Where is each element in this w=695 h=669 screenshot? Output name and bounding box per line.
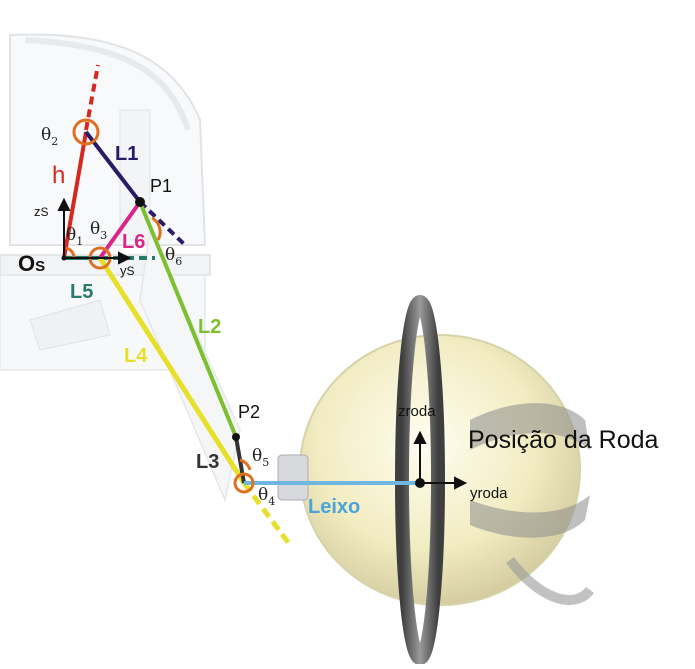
os-label: OS <box>18 251 45 276</box>
theta2-label: θ2 <box>41 125 58 148</box>
l3-label: L3 <box>196 451 219 473</box>
link-h <box>62 131 88 259</box>
joint-p2 <box>232 433 240 441</box>
l1-extension-dashed <box>138 200 187 247</box>
l6-label: L6 <box>122 231 145 253</box>
link-l1 <box>84 130 142 204</box>
yroda-label: yroda <box>470 485 508 502</box>
link-l2 <box>138 201 238 438</box>
l4-label: L4 <box>124 345 148 367</box>
wheel-frame-axes <box>413 430 468 490</box>
theta5-label: θ5 <box>252 446 269 469</box>
theta4-label: θ4 <box>258 485 275 508</box>
tire <box>395 295 445 665</box>
theta6-arc <box>151 216 162 241</box>
p2-label: P2 <box>238 402 260 422</box>
zroda-label: zroda <box>398 403 436 420</box>
theta1-label: θ1 <box>66 225 83 248</box>
link-l4 <box>97 256 247 485</box>
zs-axis-label: zS <box>34 204 49 219</box>
wheel-position-label: Posição da Roda <box>468 426 659 454</box>
theta4-arc <box>233 472 255 494</box>
rover-body-background <box>0 33 241 503</box>
theta6-label: θ6 <box>165 245 182 268</box>
l4-extension-dashed <box>241 481 293 547</box>
joint-p1 <box>135 197 145 207</box>
l1-label: L1 <box>115 143 138 165</box>
os-frame-axes <box>57 197 132 265</box>
ys-axis-label: yS <box>120 263 135 278</box>
l5-label: L5 <box>70 281 93 303</box>
theta2-arc <box>72 118 100 146</box>
p1-label: P1 <box>150 176 172 196</box>
theta3-label: θ3 <box>90 219 107 242</box>
theta5-arc <box>239 458 252 471</box>
l2-label: L2 <box>198 316 221 338</box>
h-label: h <box>52 162 65 189</box>
leixo-label: Leixo <box>308 496 360 518</box>
h-extension-dashed <box>84 64 100 131</box>
